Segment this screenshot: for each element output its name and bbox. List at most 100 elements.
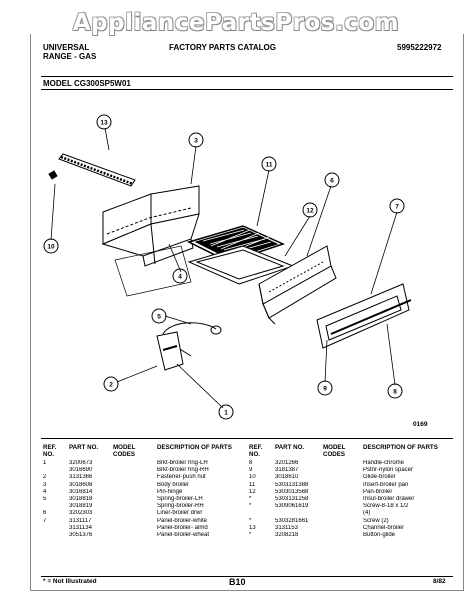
part-number-cell: 3018610 — [275, 474, 299, 481]
page-number: B10 — [229, 577, 246, 587]
part-number-cell: 3208218 — [275, 531, 299, 538]
channel-broiler-part — [48, 153, 136, 187]
description-cell: Handle-chrome — [363, 460, 405, 466]
brand-line-2: RANGE - GAS — [43, 52, 97, 61]
table-row: 11 5303131388 Insert-broiler pan — [249, 482, 455, 489]
header-part: PART NO. — [69, 444, 99, 451]
model-label: MODEL CG300SP5W01 — [43, 79, 131, 88]
table-row: 3131134 Panel-broiler- almd — [43, 525, 247, 532]
header-ref: REF. NO. — [249, 444, 263, 458]
broiler-panel-part — [316, 283, 412, 349]
description-cell: Body broiler — [157, 481, 190, 488]
parts-table-left: REF. NO.PART NO.MODEL CODESDESCRIPTION O… — [43, 444, 247, 539]
ref-cell: * — [249, 503, 252, 510]
ref-cell: * — [249, 531, 252, 538]
ref-cell: 13 — [249, 524, 256, 531]
callout-7: 7 — [395, 204, 399, 211]
part-number-cell: 5303131258 — [275, 495, 309, 502]
broiler-body-part — [101, 185, 200, 267]
table-row: 9 3181387 Pstnr-nylon spacer — [249, 467, 455, 474]
part-number-cell: 3131153 — [275, 524, 298, 531]
ref-cell: 7 — [43, 517, 47, 524]
header-desc: DESCRIPTION OF PARTS — [157, 444, 232, 451]
callout-13: 13 — [100, 120, 108, 127]
part-number-cell: 3200673 — [69, 460, 93, 466]
ref-cell: 10 — [249, 474, 256, 481]
part-number-cell: 3016814 — [69, 488, 93, 495]
description-cell: Pan-broiler — [363, 488, 393, 495]
description-cell: Panel-broiler- almd — [157, 524, 208, 531]
description-cell: Insert-broiler pan — [363, 481, 409, 488]
callout-1: 1 — [224, 410, 228, 417]
header-desc: DESCRIPTION OF PARTS — [363, 444, 438, 451]
description-cell: Brkt-broiler hng-LH — [157, 460, 208, 466]
description-cell: (4) — [363, 510, 371, 517]
table-row: * 5303131258 Insul-broiler drawer — [249, 496, 455, 503]
broiler-bracket-part — [156, 331, 184, 371]
brand-line-1: UNIVERSAL — [43, 43, 90, 52]
part-number-cell: 5303131388 — [275, 481, 309, 488]
part-number-cell: 3131134 — [69, 524, 92, 531]
exploded-parts-diagram: 13 3 11 6 12 7 10 4 5 2 1 9 8 0169 — [43, 114, 428, 428]
ref-cell: 12 — [249, 488, 256, 495]
part-number-cell: 3018608 — [69, 481, 93, 488]
part-number-cell: 3181387 — [275, 467, 299, 474]
description-cell: Glide-broiler — [363, 474, 396, 481]
part-number-cell: 3202303 — [69, 510, 93, 517]
part-number-cell: 3018819 — [69, 503, 93, 510]
callout-8: 8 — [393, 389, 397, 396]
callout-6: 6 — [330, 178, 334, 185]
description-cell: Brkt-broiler hng-RH — [157, 467, 209, 474]
ref-cell: 2 — [43, 474, 47, 481]
table-row: 1 3200673 Brkt-broiler hng-LH — [43, 460, 247, 467]
ref-cell: * — [249, 517, 252, 524]
callout-10: 10 — [47, 244, 55, 251]
catalog-title: FACTORY PARTS CATALOG — [169, 43, 276, 52]
description-cell: Fastener-push nut — [157, 474, 206, 481]
description-cell: Panel-broiler-white — [157, 517, 208, 524]
table-row: 10 3018610 Glide-broiler — [249, 474, 455, 481]
part-number-cell: 3131117 — [69, 517, 92, 524]
callout-5: 5 — [157, 314, 161, 321]
header-rule — [41, 76, 453, 77]
callout-2: 2 — [109, 382, 113, 389]
header-model: MODEL CODES — [113, 444, 136, 458]
description-cell: Screw-8-18 x 1/2 — [363, 503, 409, 510]
ref-cell: * — [249, 495, 252, 502]
table-row: 3 3018608 Body broiler — [43, 482, 247, 489]
table-row: * 3208218 Button-glide — [249, 532, 455, 539]
table-row: 3018819 Spring-broiler-RH — [43, 503, 247, 510]
part-number-cell: 3201266 — [275, 460, 299, 466]
footnote: * = Not Illustrated — [43, 578, 97, 585]
revision-date: 8/82 — [433, 578, 446, 585]
description-cell: Spring-broiler-RH — [157, 503, 204, 510]
description-cell: Spring-broiler-LH — [157, 495, 203, 502]
callout-11: 11 — [266, 162, 273, 169]
table-row: 7 3131117 Panel-broiler-white — [43, 518, 247, 525]
part-number-cell: 5303281661 — [275, 517, 309, 524]
part-number-cell: 5303013568 — [275, 488, 309, 495]
callout-4: 4 — [178, 274, 182, 281]
parts-catalog-page: UNIVERSAL RANGE - GAS FACTORY PARTS CATA… — [30, 34, 464, 591]
description-cell: Button-glide — [363, 531, 396, 538]
ref-cell: 3 — [43, 481, 47, 488]
ref-cell: 5 — [43, 495, 47, 502]
ref-cell: 1 — [43, 460, 47, 466]
ref-cell: 9 — [249, 467, 253, 474]
description-cell: Pin-hinge — [157, 488, 183, 495]
header-model: MODEL CODES — [323, 444, 346, 458]
description-cell: Insul-broiler drawer — [363, 495, 415, 502]
footer-rule — [41, 576, 453, 577]
ref-cell: 11 — [249, 481, 256, 488]
description-cell: Pstnr-nylon spacer — [363, 467, 414, 474]
watermark-text: AppliancePartsPros.com — [72, 10, 400, 36]
description-cell: Panel-broiler-wheat — [157, 531, 210, 538]
